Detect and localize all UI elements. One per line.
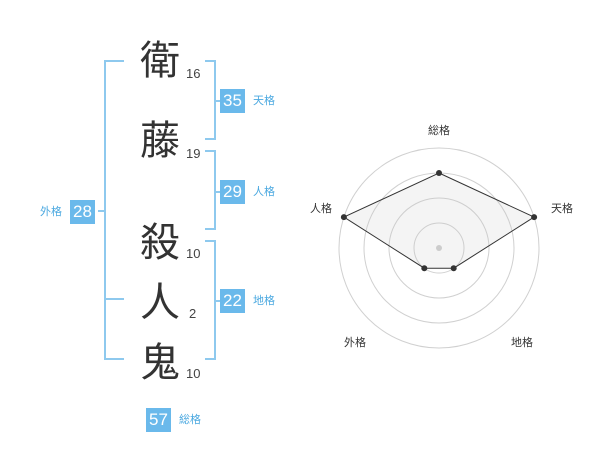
radar-label-soukaku: 総格 (428, 123, 450, 137)
gaikaku-badge: 28 (70, 200, 95, 224)
radar-data-polygon (342, 172, 536, 269)
radar-center-dot (436, 245, 442, 251)
radar-point (450, 265, 457, 272)
gaikaku-split-tick (104, 298, 124, 300)
chikaku-label: 地格 (253, 294, 275, 307)
name-char-3: 殺 (140, 220, 180, 266)
stroke-count-3: 10 (186, 246, 201, 261)
tenkaku-badge: 35 (220, 89, 245, 113)
radar-point (436, 170, 442, 176)
jinkaku-tick (215, 191, 221, 193)
tenkaku-tick (215, 100, 221, 102)
gaikaku-label: 外格 (40, 205, 62, 218)
name-char-2: 藤 (140, 118, 180, 164)
jinkaku-label: 人格 (253, 185, 275, 198)
gaikaku-tick (98, 210, 106, 212)
radar-label-jinkaku: 人格 (310, 201, 332, 215)
radar-label-gaikaku: 外格 (344, 335, 366, 349)
stroke-count-4: 2 (189, 306, 197, 321)
chikaku-tick (215, 300, 221, 302)
name-char-4: 人 (140, 280, 180, 326)
name-char-1: 衛 (140, 38, 180, 84)
jinkaku-badge: 29 (220, 180, 245, 204)
radar-point (340, 214, 347, 221)
radar-label-tenkaku: 天格 (551, 201, 573, 215)
radar-point (531, 214, 538, 221)
stroke-count-2: 19 (186, 146, 201, 161)
chikaku-badge: 22 (220, 289, 245, 313)
radar-label-chikaku: 地格 (511, 335, 533, 349)
radar-point (421, 265, 428, 272)
jinkaku-bracket (205, 150, 216, 230)
stroke-count-5: 10 (186, 366, 201, 381)
tenkaku-label: 天格 (253, 94, 275, 107)
stroke-count-1: 16 (186, 66, 201, 81)
radar-ring (388, 197, 490, 299)
soukaku-label: 総格 (179, 413, 201, 426)
radar-ring (338, 147, 540, 349)
name-char-5: 鬼 (140, 340, 180, 386)
radar-ring (413, 222, 465, 274)
soukaku-badge: 57 (146, 408, 171, 432)
